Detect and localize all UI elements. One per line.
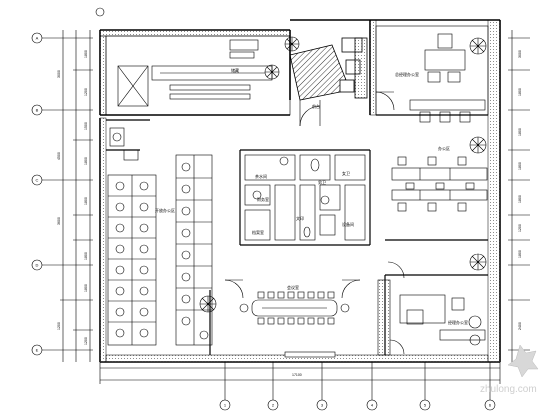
room-label-reception: 前台: [312, 103, 320, 109]
axis-label-bottom-4: 4: [371, 403, 374, 408]
plant-icon: [469, 37, 487, 154]
storage-room: [105, 35, 291, 116]
left-dim-text-4: 1200: [57, 322, 61, 330]
left-dim-text-2: 4500: [57, 152, 61, 160]
left-inner-dim-1: 1800: [84, 50, 88, 58]
axis-label-bottom-5: 5: [424, 403, 427, 408]
left-inner-dim-5: 1800: [84, 197, 88, 205]
open-office-workstations-left: [107, 154, 213, 346]
axis-label-bottom-6: 6: [489, 403, 492, 408]
right-dim-6: 1200: [518, 224, 522, 232]
bottom-dimensions: [99, 362, 501, 400]
room-label-meeting: 会议室: [287, 284, 299, 290]
left-dim-text-3: 3600: [57, 217, 61, 225]
axis-label-left-5: E: [36, 348, 39, 353]
office-chairs-right: [397, 156, 475, 212]
bottom-total-dim: 17100: [292, 373, 302, 377]
axis-label-bottom-3: 3: [321, 403, 324, 408]
right-dim-7: 1800: [518, 250, 522, 258]
plant-icon: [199, 295, 217, 313]
room-label-archive: 档案室: [252, 229, 264, 235]
axis-label-bottom-2: 2: [272, 403, 275, 408]
gm-office: [375, 25, 489, 123]
left-dimensions: [60, 30, 93, 362]
right-dim-8: 2400: [518, 322, 522, 330]
service-core: [244, 154, 366, 241]
meeting-chairs: [257, 291, 335, 325]
right-dim-5: 1800: [518, 195, 522, 203]
room-label-toilet-m: 男卫: [318, 180, 326, 185]
left-inner-dim-3: 1500: [84, 122, 88, 130]
room-label-open-office-right: 办公区: [438, 145, 450, 151]
right-dim-2: 1800: [518, 88, 522, 96]
plant-icon: [264, 64, 280, 80]
left-dim-text-1: 3000: [57, 70, 61, 78]
room-label-copy: 文印: [296, 215, 304, 221]
axis-label-left-2: B: [36, 108, 39, 113]
reception-area: [289, 37, 368, 101]
sink-cabinet: [109, 127, 139, 161]
watermark-logo: zhulong.com: [480, 344, 539, 395]
plant-icon: [469, 253, 487, 271]
left-inner-dim-6: 1800: [84, 252, 88, 260]
right-dimensions: [508, 30, 530, 362]
manager-office: [377, 279, 486, 356]
right-dim-4: 1800: [518, 162, 522, 170]
room-label-pantry: 茶水间: [255, 173, 267, 179]
door-arcs: [224, 261, 405, 355]
plant-icon: [284, 36, 300, 52]
axis-label-left-3: C: [36, 178, 39, 183]
room-label-mech: 设备间: [342, 221, 354, 227]
room-label-gm-office: 总经理办公室: [395, 71, 419, 77]
interior-walls: [106, 114, 488, 355]
left-inner-dim-2: 1200: [84, 88, 88, 96]
left-inner-dim-8: 1200: [84, 337, 88, 345]
room-label-storage: 储藏: [231, 67, 239, 73]
axis-label-left-4: D: [36, 263, 39, 268]
room-label-finance: 财务室: [257, 196, 269, 202]
open-office-workstations-right: [391, 167, 488, 201]
room-label-open-office-left: 开放办公区: [155, 207, 175, 213]
room-label-toilet-f: 女卫: [342, 170, 350, 176]
entrance-door: [299, 100, 321, 127]
room-label-manager-office: 经理办公室: [448, 319, 468, 325]
left-axis-bubbles: [31, 32, 60, 356]
window: [284, 351, 336, 358]
axis-label-bottom-1: 1: [224, 403, 227, 408]
left-inner-dim-7: 1800: [84, 284, 88, 292]
watermark-text: zhulong.com: [480, 384, 537, 395]
right-dim-3: 1800: [518, 128, 522, 136]
meeting-room: [239, 299, 350, 317]
right-dim-1: 3000: [518, 50, 522, 58]
axis-label-left-1: A: [36, 36, 39, 41]
left-inner-dim-4: 1800: [84, 157, 88, 165]
office-chairs-left: [115, 162, 209, 340]
wall-hatching: [99, 19, 501, 363]
bottom-axis-bubbles: [95, 7, 496, 411]
